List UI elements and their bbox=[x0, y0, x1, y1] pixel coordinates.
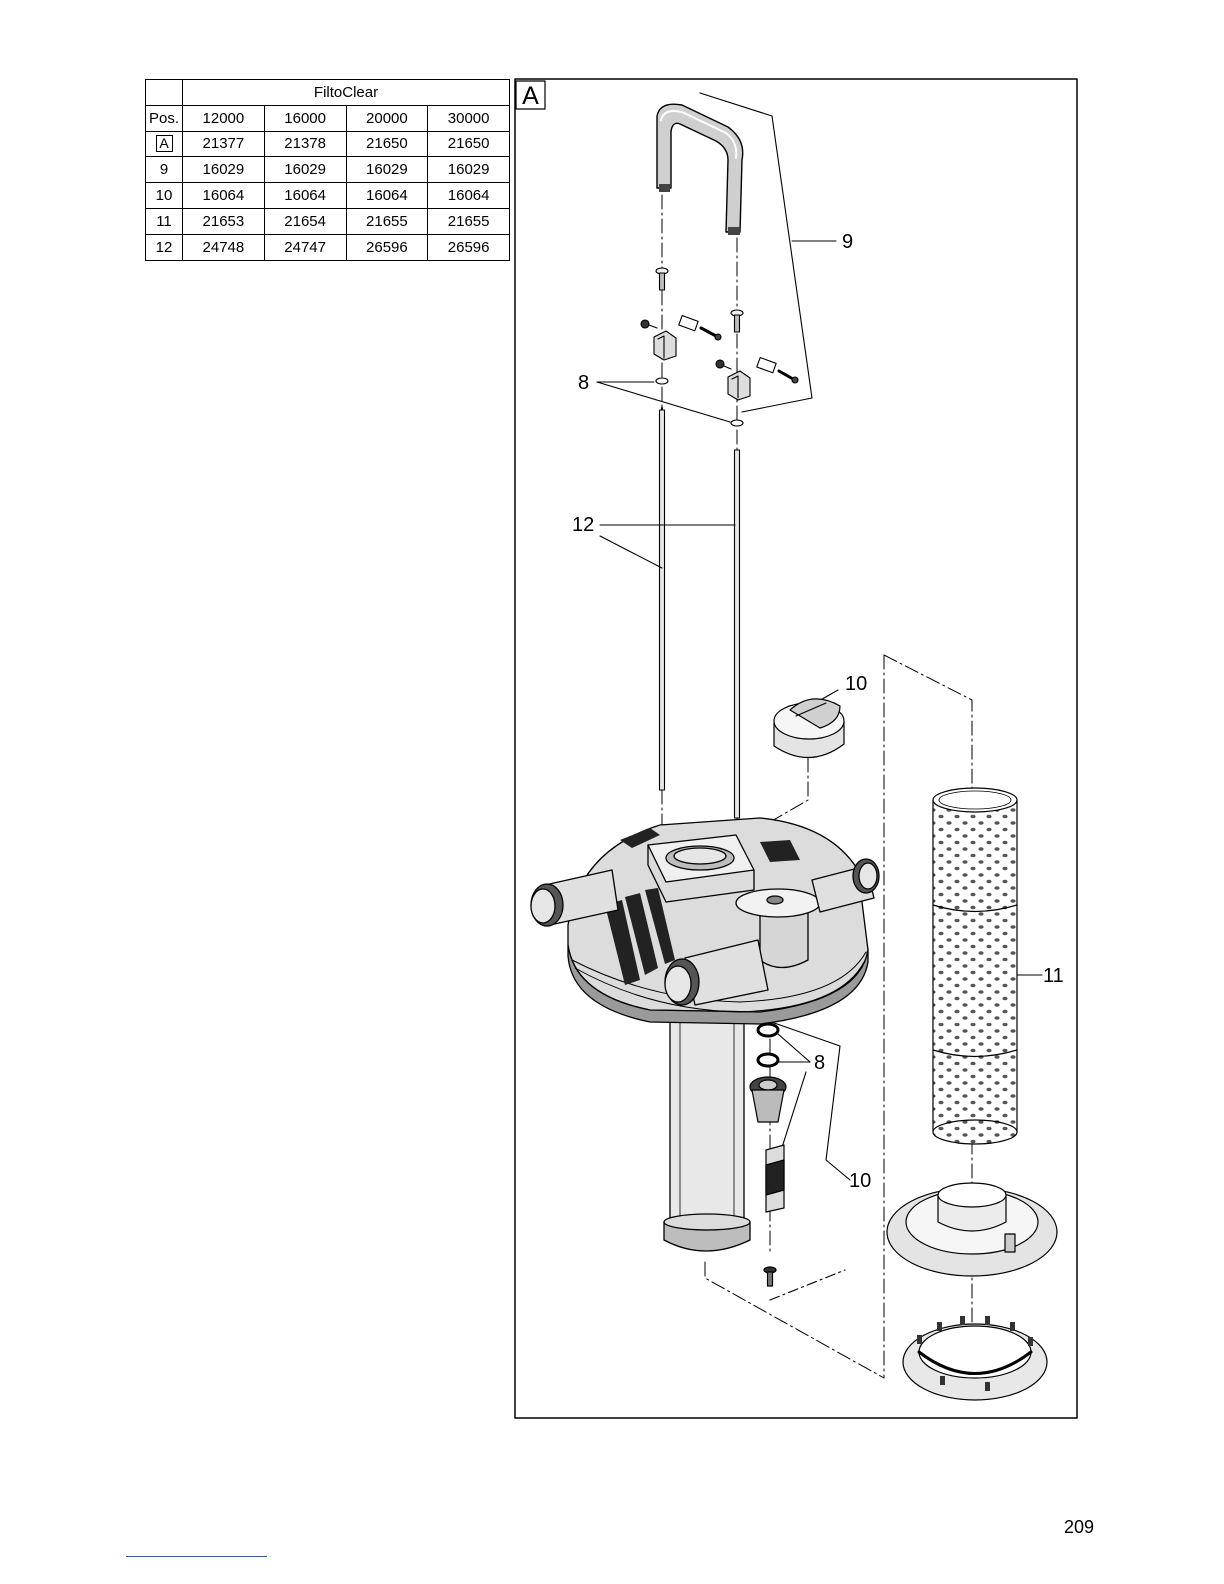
screws-top bbox=[656, 268, 743, 332]
callout-seal-top: 8 bbox=[578, 372, 589, 394]
callout-knob: 10 bbox=[845, 673, 867, 695]
filter-sleeve-part bbox=[933, 788, 1017, 1144]
callout-valve: 10 bbox=[849, 1170, 871, 1192]
clip-ring-part bbox=[903, 1316, 1047, 1400]
knob-part bbox=[774, 699, 844, 758]
page-number: 209 bbox=[1064, 1517, 1094, 1538]
callout-filter-sleeve: 11 bbox=[1043, 965, 1064, 987]
callout-handle: 9 bbox=[842, 231, 853, 253]
callout-rods: 12 bbox=[572, 514, 594, 536]
rods-part bbox=[660, 410, 740, 818]
footer-link-underline bbox=[126, 1556, 267, 1557]
valve-parts bbox=[750, 1024, 786, 1286]
clamp-right bbox=[716, 358, 798, 426]
base-ring-part bbox=[887, 1183, 1057, 1276]
filter-body bbox=[531, 818, 879, 1251]
frame-label: A bbox=[522, 82, 539, 110]
handle-part bbox=[657, 104, 743, 235]
callout-seal-bottom: 8 bbox=[814, 1052, 825, 1074]
